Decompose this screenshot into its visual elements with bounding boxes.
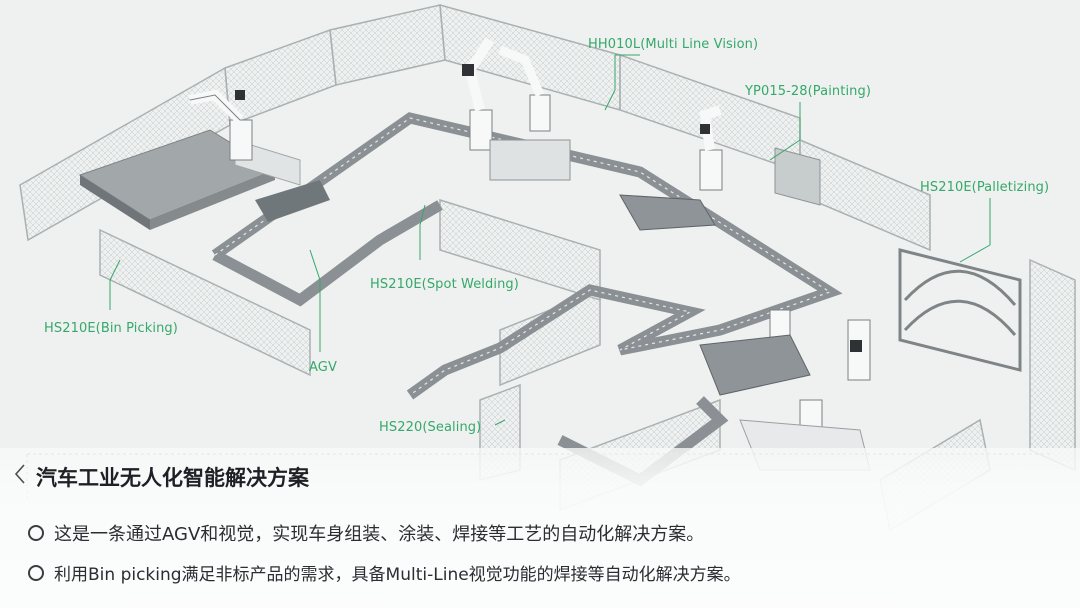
callout-agv: AGV [309, 360, 337, 375]
callout-hh010l: HH010L(Multi Line Vision) [588, 37, 759, 52]
callout-spot-welding: HS210E(Spot Welding) [370, 277, 519, 292]
circle-bullet-icon [28, 564, 44, 581]
callout-yp015: YP015-28(Painting) [745, 84, 872, 99]
caption-bullet: 这是一条通过AGV和视觉，实现车身组装、涂装、焊接等工艺的自动化解决方案。 [28, 520, 704, 546]
caption-panel [0, 448, 1080, 608]
caption-title: 汽车工业无人化智能解决方案 [36, 466, 309, 490]
caption-bullet-text: 这是一条通过AGV和视觉，实现车身组装、涂装、焊接等工艺的自动化解决方案。 [54, 524, 705, 545]
bin-picking-cell [78, 129, 330, 230]
caption-bullet-text: 利用Bin picking满足非标产品的需求，具备Multi-Line视觉功能的… [54, 565, 741, 585]
circle-bullet-icon [28, 525, 44, 541]
callout-leaders [109, 54, 991, 426]
callout-bin-picking: HS210E(Bin Picking) [44, 321, 178, 336]
safety-fence [19, 3, 1076, 532]
callout-palletizing: HS210E(Palletizing) [920, 180, 1050, 195]
caption-bullet: 利用Bin picking满足非标产品的需求，具备Multi-Line视觉功能的… [28, 560, 741, 585]
chevron-left-icon [14, 464, 25, 484]
callout-sealing: HS220(Sealing) [379, 420, 482, 435]
